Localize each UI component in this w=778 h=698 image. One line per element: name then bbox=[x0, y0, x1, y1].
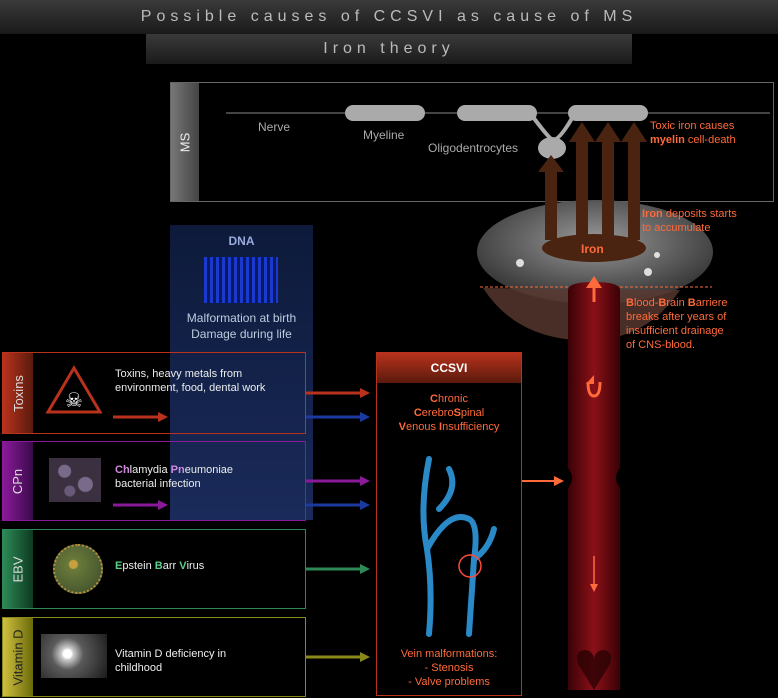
ebv-tab: EBV bbox=[3, 530, 33, 608]
cloudy-sun-image bbox=[41, 634, 107, 678]
toxins-tab: Toxins bbox=[3, 353, 33, 433]
ebv-arrow bbox=[306, 564, 370, 574]
bbb-text: Blood-Brain Barriere breaks after years … bbox=[626, 297, 728, 351]
page-subtitle: Iron theory bbox=[323, 40, 455, 57]
ccsvi-panel: CCSVI Chronic CerebroSpinal Venous Insuf… bbox=[376, 352, 522, 696]
myeline-label: Myeline bbox=[363, 128, 405, 142]
dna-image bbox=[204, 257, 278, 303]
vein-scan-image bbox=[420, 456, 497, 637]
cpn-tab: CPn bbox=[3, 442, 33, 520]
vitamin-d-box: Vitamin D Vitamin D deficiency in childh… bbox=[2, 617, 306, 697]
svg-text:☠: ☠ bbox=[65, 390, 83, 412]
vein-column bbox=[568, 282, 620, 690]
title-bar: Possible causes of CCSVI as cause of MS bbox=[0, 0, 778, 34]
skull-warning-icon: ☠ bbox=[45, 365, 103, 414]
nerve-label: Nerve bbox=[258, 120, 291, 134]
virus-image bbox=[53, 544, 103, 594]
dna-panel: DNA Malformation at birth Damage during … bbox=[170, 225, 313, 520]
iron-spot bbox=[654, 252, 660, 258]
ccsvi-vein-malformations: Vein malformations: - Stenosis - Valve p… bbox=[400, 648, 498, 688]
cpn-box: CPn Chlamydia Pneumoniae bacterial infec… bbox=[2, 441, 306, 521]
bacteria-image bbox=[49, 458, 101, 502]
vitd-arrow bbox=[306, 652, 370, 662]
ms-panel: MS bbox=[170, 82, 774, 202]
iron-label: Iron bbox=[581, 242, 604, 256]
ms-tab: MS bbox=[171, 83, 199, 201]
dna-line1: Malformation at birth bbox=[186, 311, 297, 325]
circular-arrow bbox=[586, 381, 602, 398]
iron-spot bbox=[644, 268, 652, 276]
ccsvi-definition: Chronic CerebroSpinal Venous Insufficien… bbox=[398, 393, 500, 433]
ebv-box: EBV Epstein Barr Virus bbox=[2, 529, 306, 609]
toxins-box: Toxins ☠ Toxins, heavy metals from envir… bbox=[2, 352, 306, 434]
vitamin-d-tab: Vitamin D bbox=[3, 618, 33, 696]
heart-shape bbox=[577, 650, 611, 690]
dna-title: DNA bbox=[228, 234, 255, 248]
iron-deposit-text: Iron deposits starts to accumulate bbox=[642, 208, 737, 234]
page-title: Possible causes of CCSVI as cause of MS bbox=[140, 8, 638, 25]
oligo-label: Oligodentrocytes bbox=[428, 141, 519, 155]
dna-line2: Damage during life bbox=[191, 327, 292, 341]
ccsvi-title-bar: CCSVI bbox=[377, 353, 521, 383]
subtitle-bar: Iron theory bbox=[146, 34, 632, 64]
toxic-iron-text: Toxic iron causes myelin cell-death bbox=[650, 120, 736, 146]
iron-spot bbox=[516, 259, 524, 267]
